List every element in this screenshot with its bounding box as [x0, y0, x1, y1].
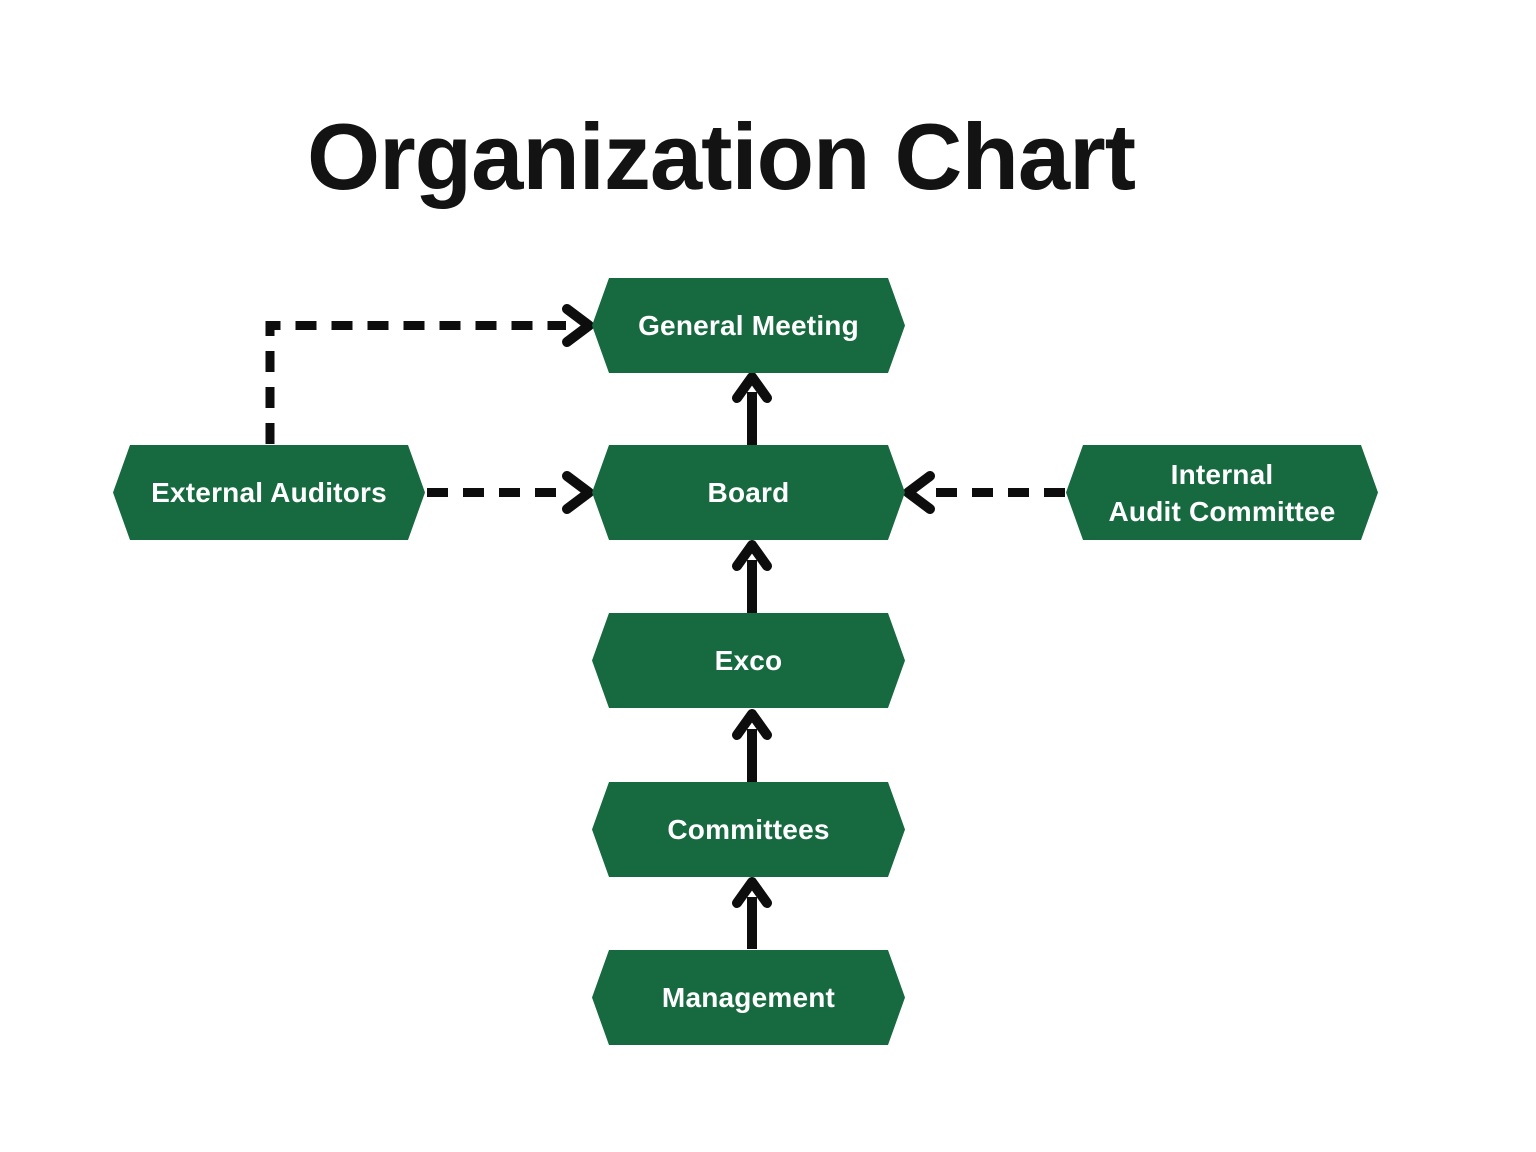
- node-label-line2: Audit Committee: [1108, 495, 1336, 527]
- edge-external-auditors-to-board: [427, 471, 594, 514]
- node-label: Committees: [667, 814, 830, 845]
- node-label: Exco: [714, 645, 783, 676]
- page-title: Organization Chart: [306, 104, 1136, 209]
- edge-internal-audit-committee-to-board: [903, 471, 1065, 514]
- node-management: Management: [592, 950, 905, 1045]
- node-label: General Meeting: [638, 310, 859, 341]
- arrowhead-up-icon: [732, 877, 772, 908]
- edge-board-to-general-meeting: [732, 372, 772, 445]
- node-committees: Committees: [592, 782, 905, 877]
- node-internal-audit-committee: Internal Audit Committee: [1066, 445, 1378, 540]
- edge-exco-to-board: [732, 540, 772, 613]
- edge-external-auditors-to-general-meeting: [265, 304, 594, 444]
- arrowhead-right-icon: [562, 304, 594, 347]
- node-general-meeting: General Meeting: [592, 278, 905, 373]
- arrowhead-up-icon: [732, 540, 772, 571]
- edge-committees-to-exco: [732, 709, 772, 782]
- node-board: Board: [592, 445, 905, 540]
- arrowhead-up-icon: [732, 709, 772, 740]
- node-label: External Auditors: [151, 477, 387, 508]
- node-exco: Exco: [592, 613, 905, 708]
- node-external-auditors: External Auditors: [113, 445, 425, 540]
- node-label: Management: [661, 982, 836, 1013]
- arrowhead-left-icon: [903, 471, 935, 514]
- arrowhead-up-icon: [732, 372, 772, 403]
- node-label-wrap: Internal Audit Committee: [1109, 456, 1336, 530]
- dashed-elbow-connector-line: [265, 321, 566, 444]
- arrowhead-right-icon: [562, 471, 594, 514]
- node-label: Board: [707, 477, 790, 508]
- node-label-line1: Internal: [1170, 458, 1274, 490]
- edge-management-to-committees: [732, 877, 772, 949]
